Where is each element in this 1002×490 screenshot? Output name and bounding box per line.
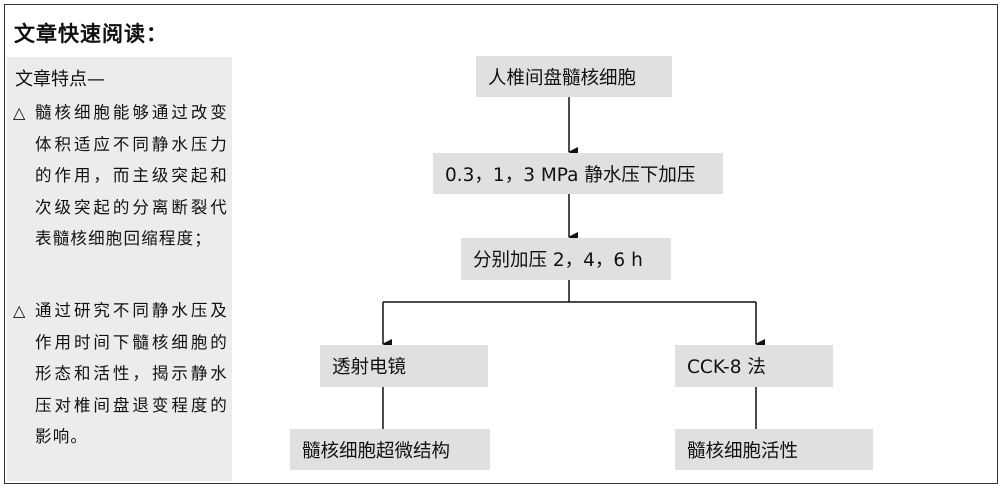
feature-item: △ 髓核细胞能够通过改变体积适应不同静水压力的作用，而主级突起和次级突起的分离断… xyxy=(13,97,228,255)
node-cck8: CCK-8 法 xyxy=(675,345,833,387)
node-pressure-duration: 分别加压 2，4，6 h xyxy=(461,238,671,280)
node-ultrastructure: 髓核细胞超微结构 xyxy=(290,429,490,470)
feature-text: 通过研究不同静水压及作用时间下髓核细胞的形态和活性，揭示静水压对椎间盘退变程度的… xyxy=(35,301,228,446)
triangle-icon: △ xyxy=(13,103,27,122)
node-nucleus-cells: 人椎间盘髓核细胞 xyxy=(476,56,672,97)
feature-item: △ 通过研究不同静水压及作用时间下髓核细胞的形态和活性，揭示静水压对椎间盘退变程… xyxy=(13,295,228,453)
feature-text: 髓核细胞能够通过改变体积适应不同静水压力的作用，而主级突起和次级突起的分离断裂代… xyxy=(35,103,228,248)
features-title: 文章特点— xyxy=(15,69,105,90)
node-tem: 透射电镜 xyxy=(320,345,488,387)
node-viability: 髓核细胞活性 xyxy=(675,429,873,470)
page-title: 文章快速阅读： xyxy=(14,22,168,46)
features-panel: 文章特点— △ 髓核细胞能够通过改变体积适应不同静水压力的作用，而主级突起和次级… xyxy=(7,57,232,481)
node-hydrostatic-pressure: 0.3，1，3 MPa 静水压下加压 xyxy=(433,153,723,194)
triangle-icon: △ xyxy=(13,301,27,320)
figure-frame xyxy=(4,4,998,484)
